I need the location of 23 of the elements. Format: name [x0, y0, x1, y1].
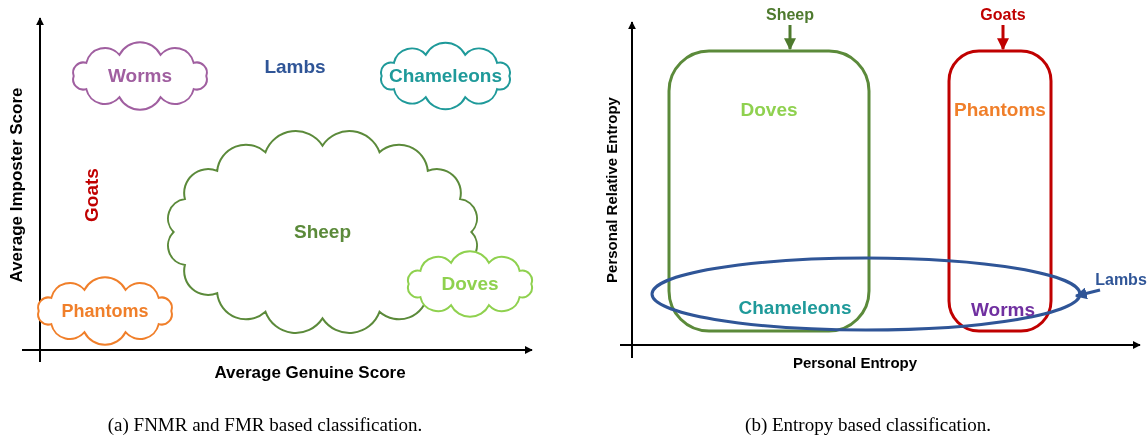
category-label: Doves	[740, 99, 798, 121]
category-label: Sheep	[766, 6, 814, 24]
category-label: Worms	[970, 299, 1036, 321]
category-label: Chameleons	[738, 297, 852, 319]
arrow	[1074, 287, 1101, 300]
arrow	[784, 25, 796, 51]
category-label: Phantoms	[954, 99, 1046, 121]
axis-title: Personal Relative Entropy	[602, 97, 620, 283]
axis-title: Average Imposter Score	[7, 87, 27, 283]
axis-title: Average Genuine Score	[214, 363, 406, 383]
category-label: Phantoms	[61, 300, 149, 322]
category-label: Goats	[980, 6, 1026, 24]
axis-title: Personal Entropy	[792, 353, 918, 371]
category-label: Worms	[107, 65, 173, 87]
category-label: Lambs	[264, 56, 326, 78]
category-label: Sheep	[294, 221, 351, 243]
category-label: Chameleons	[389, 65, 502, 87]
arrow	[997, 25, 1009, 51]
caption: (b) Entropy based classification.	[745, 414, 991, 436]
category-label: Doves	[441, 273, 499, 295]
category-label: Lambs	[1095, 271, 1147, 289]
caption: (a) FNMR and FMR based classification.	[107, 414, 423, 436]
category-label: Goats	[81, 168, 103, 222]
